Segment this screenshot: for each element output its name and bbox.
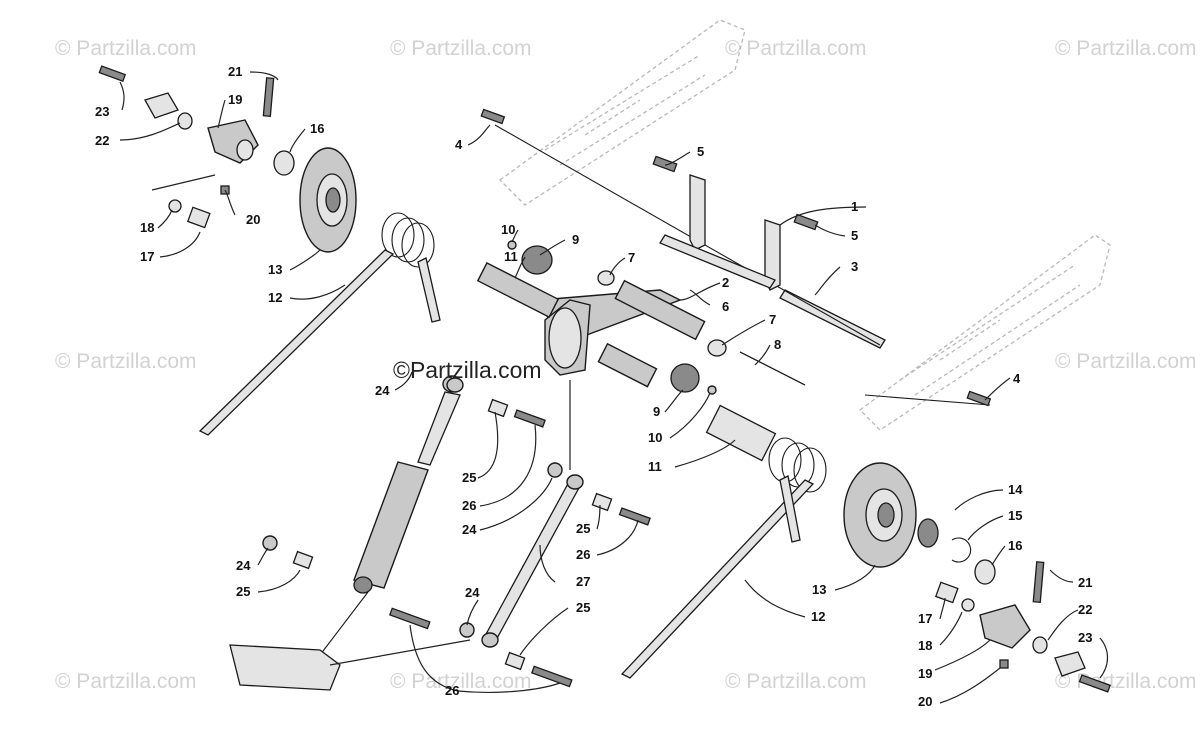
callout-20: 20 <box>246 212 260 227</box>
torsion-spring-lower <box>620 437 827 679</box>
watermark: © Partzilla.com <box>390 37 532 60</box>
callout-17: 17 <box>140 249 154 264</box>
watermark: © Partzilla.com <box>55 670 197 693</box>
callout-4: 4 <box>1013 371 1021 386</box>
watermark: © Partzilla.com <box>1055 37 1197 60</box>
watermark: © Partzilla.com <box>1055 670 1197 693</box>
callout-24: 24 <box>462 522 477 537</box>
callout-23: 23 <box>1078 630 1092 645</box>
callout-16: 16 <box>1008 538 1022 553</box>
callout-7: 7 <box>769 312 776 327</box>
shock-absorber <box>319 375 462 656</box>
callout-7: 7 <box>628 250 635 265</box>
callout-10: 10 <box>648 430 662 445</box>
watermark: © Partzilla.com <box>725 37 867 60</box>
callout-25: 25 <box>462 470 476 485</box>
callout-6: 6 <box>722 299 729 314</box>
callout-15: 15 <box>1008 508 1022 523</box>
watermark: © Partzilla.com <box>725 670 867 693</box>
center-watermark: ©Partzilla.com <box>393 357 542 383</box>
callout-19: 19 <box>918 666 932 681</box>
callout-12: 12 <box>268 290 282 305</box>
callout-11: 11 <box>648 459 662 474</box>
rail-lower-ghost <box>859 234 1111 431</box>
callout-5: 5 <box>851 228 858 243</box>
callout-14: 14 <box>1008 482 1023 497</box>
callout-8: 8 <box>774 337 781 352</box>
callout-layer: 1 2 3 4 4 5 5 6 7 7 8 9 9 10 10 11 11 12… <box>95 64 1092 709</box>
rail-upper-ghost <box>499 19 746 206</box>
callout-12: 12 <box>811 609 825 624</box>
watermark: © Partzilla.com <box>390 670 532 693</box>
callout-24: 24 <box>375 383 390 398</box>
watermark-layer: © Partzilla.com © Partzilla.com © Partzi… <box>55 37 1197 693</box>
callout-19: 19 <box>228 92 242 107</box>
watermark: © Partzilla.com <box>1055 350 1197 373</box>
callout-3: 3 <box>851 259 858 274</box>
callout-13: 13 <box>812 582 826 597</box>
callout-9: 9 <box>653 404 660 419</box>
callout-22: 22 <box>1078 602 1092 617</box>
leader-lines <box>119 71 1109 704</box>
callout-18: 18 <box>140 220 154 235</box>
callout-25: 25 <box>236 584 250 599</box>
callout-4: 4 <box>455 137 463 152</box>
callout-21: 21 <box>228 64 242 79</box>
callout-24: 24 <box>465 585 480 600</box>
callout-26: 26 <box>576 547 590 562</box>
idler-wheel-upper <box>299 147 357 253</box>
callout-18: 18 <box>918 638 932 653</box>
callout-13: 13 <box>268 262 282 277</box>
callout-17: 17 <box>918 611 932 626</box>
callout-20: 20 <box>918 694 932 709</box>
rear-shaft <box>494 124 991 406</box>
callout-23: 23 <box>95 104 109 119</box>
callout-11: 11 <box>504 249 518 264</box>
callout-26: 26 <box>462 498 476 513</box>
callout-9: 9 <box>572 232 579 247</box>
callout-1: 1 <box>851 199 858 214</box>
callout-26: 26 <box>445 683 459 698</box>
callout-21: 21 <box>1078 575 1092 590</box>
pivot-arm <box>476 261 706 388</box>
callout-27: 27 <box>576 574 590 589</box>
watermark: © Partzilla.com <box>55 350 197 373</box>
hardware <box>98 65 1111 693</box>
watermark: © Partzilla.com <box>55 37 197 60</box>
bracket-assembly <box>652 155 819 291</box>
callout-16: 16 <box>310 121 324 136</box>
idler-wheel-lower <box>843 462 939 568</box>
callout-10: 10 <box>501 222 515 237</box>
torsion-spring-upper <box>198 212 441 436</box>
callout-25: 25 <box>576 600 590 615</box>
callout-22: 22 <box>95 133 109 148</box>
callout-25: 25 <box>576 521 590 536</box>
callout-2: 2 <box>722 275 729 290</box>
link-arm <box>481 474 584 648</box>
callout-5: 5 <box>697 144 704 159</box>
callout-24: 24 <box>236 558 251 573</box>
bushings <box>507 240 806 462</box>
